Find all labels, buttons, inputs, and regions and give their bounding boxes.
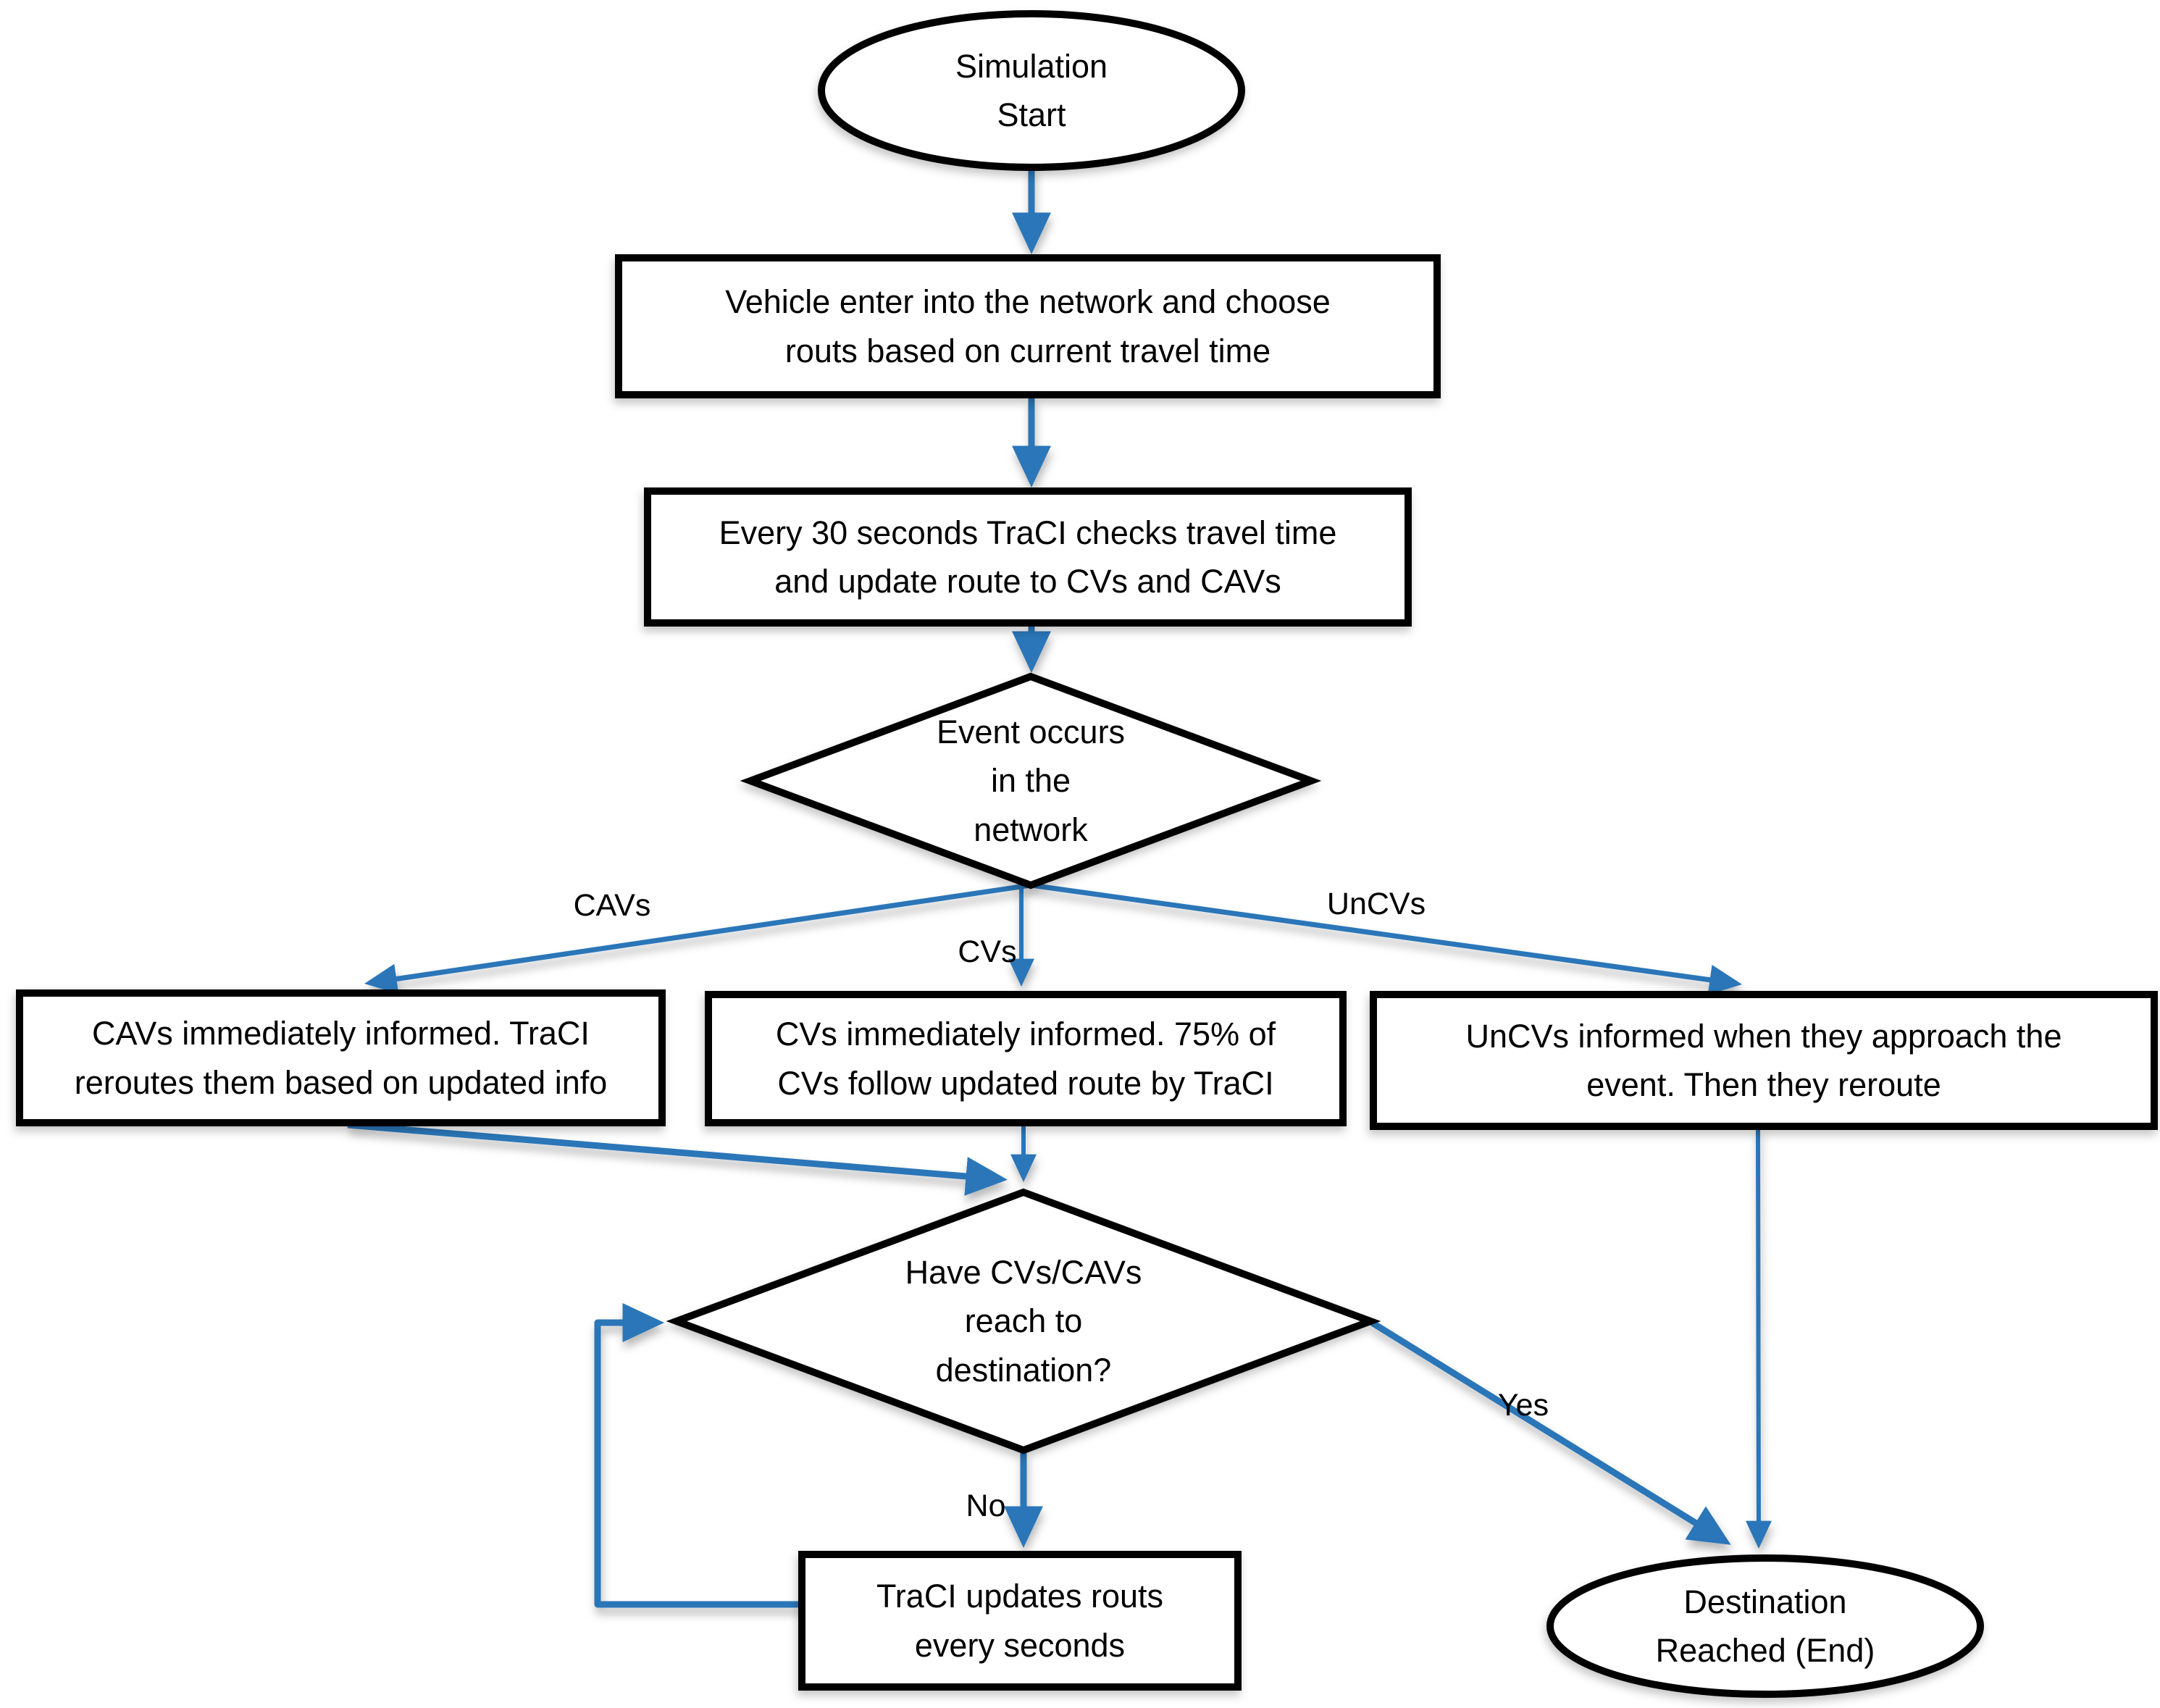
traci-updates-box-shape [798, 1551, 1242, 1691]
arrow-cavs-box-to-destination-diamond [347, 1121, 1008, 1196]
arrow-event-to-cavs-box [364, 882, 1031, 995]
start-ellipse-shape [818, 10, 1245, 171]
enter-network-box-shape [615, 254, 1441, 398]
arrow-event-to-uncvs-box [1030, 882, 1742, 995]
destination-diamond-shape [666, 1188, 1381, 1454]
event-occurs-diamond-shape [740, 672, 1322, 889]
uncvs-informed-box-shape [1370, 991, 2158, 1130]
arrow-uncvs-box-to-end-ellipse [1745, 1128, 1772, 1549]
cavs-informed-box-shape [16, 989, 666, 1126]
traci-check-box-shape [644, 487, 1412, 627]
arrow-loop-traci-updates-to-destination-diamond [594, 1303, 802, 1608]
end-ellipse-shape [1546, 1554, 1984, 1698]
cvs-informed-box-shape [705, 991, 1347, 1126]
arrow-yes-to-end-ellipse [1370, 1320, 1731, 1545]
